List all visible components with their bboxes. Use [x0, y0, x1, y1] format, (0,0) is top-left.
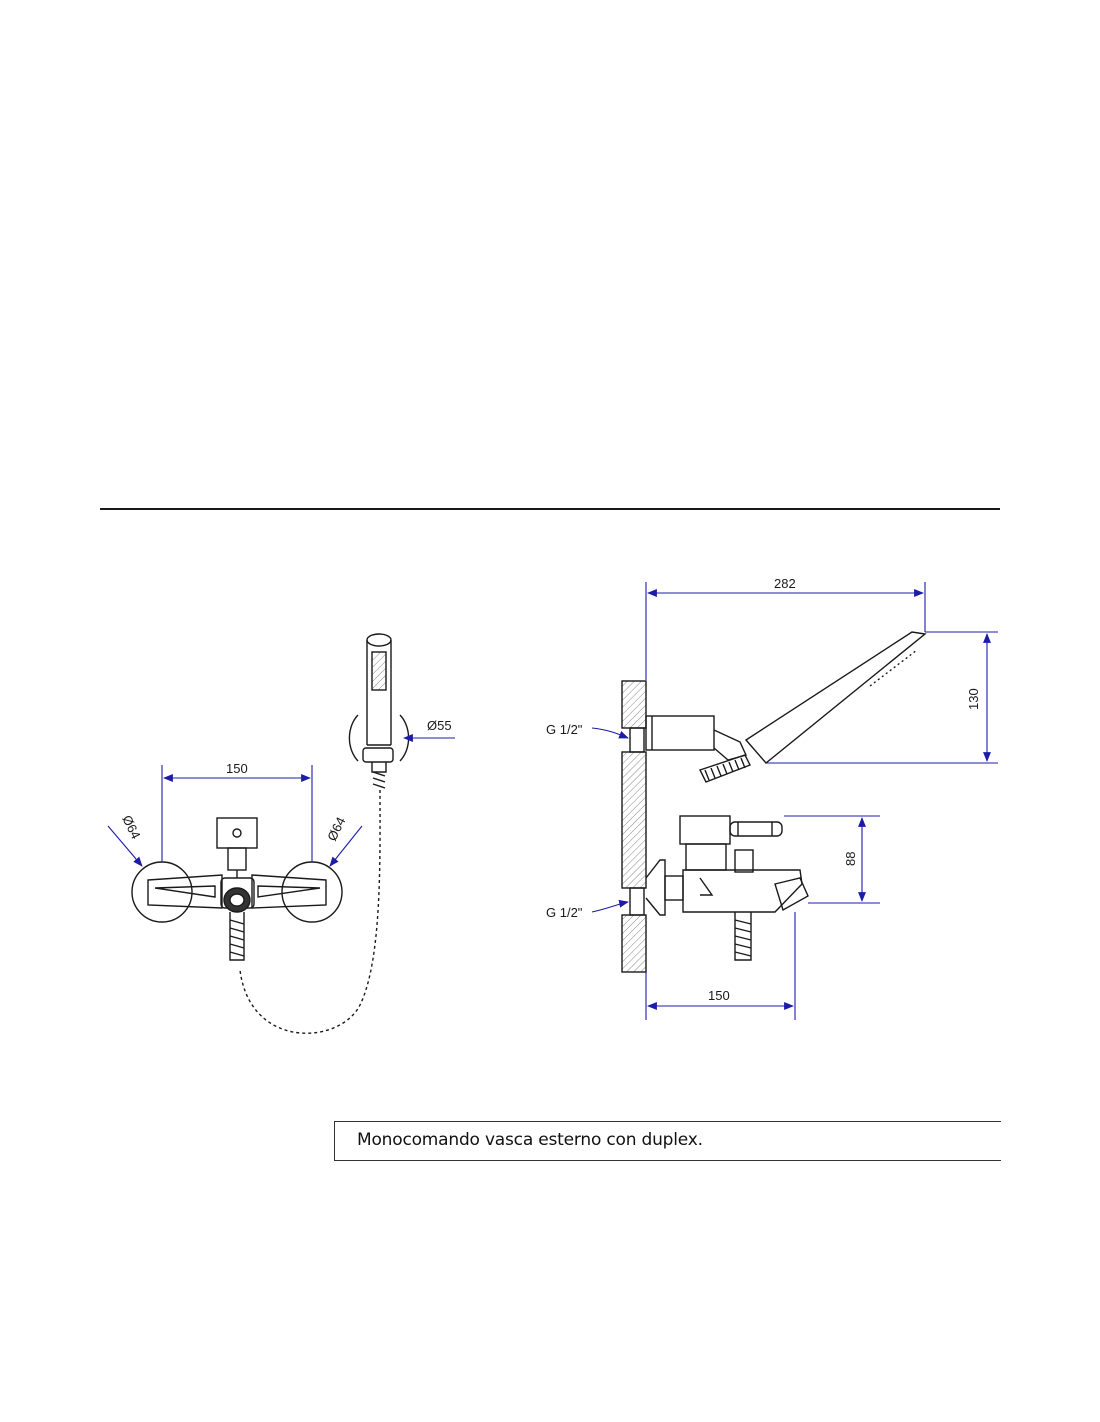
mixer-lever-block — [216, 817, 258, 849]
front-width-dimension: 150 — [226, 761, 248, 776]
side-dimensions — [591, 582, 998, 1020]
front-view — [131, 633, 410, 1034]
left-flange-diameter: Ø64 — [119, 813, 143, 842]
wall-section-upper — [621, 680, 647, 729]
caption-box: Monocomando vasca esterno con duplex. — [334, 1121, 1001, 1161]
side-hand-shower — [744, 631, 927, 764]
shower-holder — [348, 714, 410, 789]
side-mixer-cartridge — [679, 815, 731, 845]
side-shower-holder — [645, 715, 715, 751]
total-length-dimension: 282 — [774, 576, 796, 591]
right-flange-diameter: Ø64 — [324, 815, 348, 844]
upper-connection-label: G 1/2" — [546, 722, 583, 737]
lower-connection-label: G 1/2" — [546, 905, 583, 920]
shower-height-dimension: 130 — [966, 688, 981, 710]
wall-section-lower — [621, 914, 647, 973]
holder-diameter: Ø55 — [427, 718, 452, 733]
side-view — [621, 631, 927, 973]
side-mixer-lever — [729, 821, 783, 837]
top-divider — [100, 508, 1000, 510]
wall-section-middle — [621, 751, 647, 889]
base-length-dimension: 150 — [708, 988, 730, 1003]
shower-hose — [239, 789, 381, 1034]
hand-shower — [366, 633, 392, 746]
front-dimensions — [107, 734, 455, 867]
product-caption: Monocomando vasca esterno con duplex. — [357, 1130, 703, 1150]
spout-height-dimension: 88 — [843, 852, 858, 866]
